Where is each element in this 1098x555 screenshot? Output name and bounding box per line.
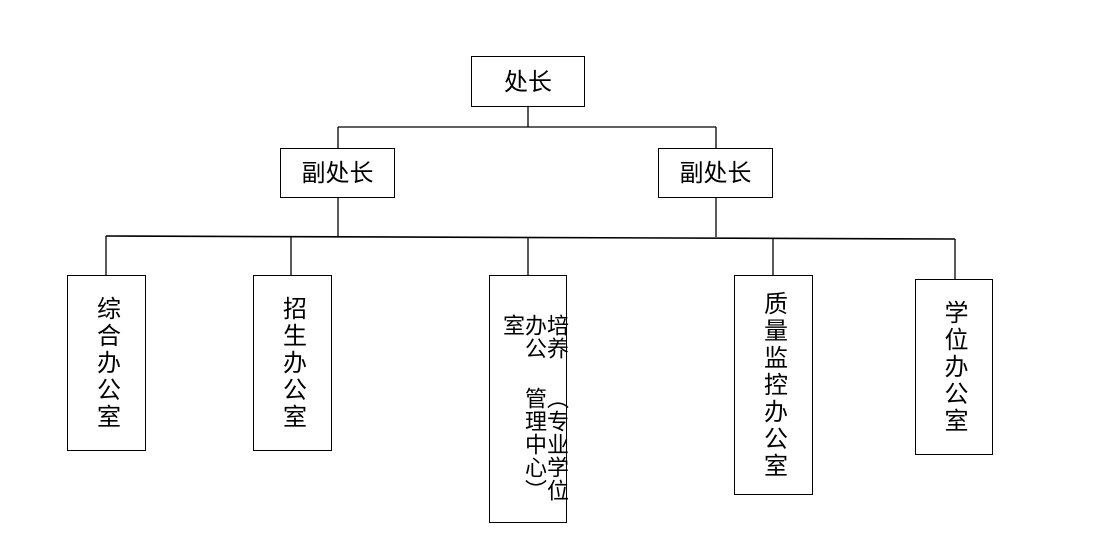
- deputy-label-right: 副处长: [679, 159, 752, 187]
- office-label-degree: 学位办公室: [940, 299, 968, 435]
- office-label-general: 综合办公室: [92, 295, 121, 431]
- office-node-general: 综合办公室: [67, 275, 146, 451]
- office-node-quality: 质量监控办公室: [734, 275, 813, 495]
- office-node-admissions: 招生办公室: [253, 275, 332, 451]
- office-label-admissions: 招生办公室: [278, 295, 307, 431]
- office-label-training-line2: （专业学位管理中心）: [521, 387, 568, 503]
- root-label: 处长: [504, 67, 552, 96]
- office-node-training: 培养办公室 （专业学位管理中心）: [489, 275, 568, 523]
- deputy-node-right: 副处长: [658, 148, 773, 198]
- connector-office-bar: [105, 235, 956, 240]
- office-label-quality: 质量监控办公室: [759, 290, 788, 480]
- office-node-degree: 学位办公室: [915, 279, 993, 455]
- deputy-node-left: 副处长: [280, 148, 395, 198]
- office-label-training-line1: 培养办公室: [499, 314, 568, 360]
- deputy-label-left: 副处长: [301, 159, 374, 187]
- root-node: 处长: [471, 56, 585, 107]
